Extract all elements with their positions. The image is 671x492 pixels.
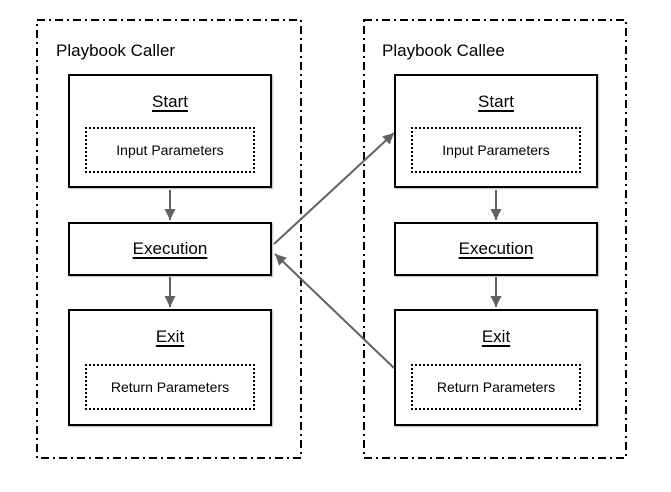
callee-execution-label: Execution xyxy=(458,239,534,258)
caller-exit-node: Exit Return Parameters xyxy=(68,309,272,426)
return-arrow-callee-exit-to-caller-execution xyxy=(274,253,395,369)
caller-input-parameters-label: Input Parameters xyxy=(116,142,224,158)
caller-start-node: Start Input Parameters xyxy=(68,74,272,188)
callee-input-parameters-label: Input Parameters xyxy=(442,142,550,158)
caller-input-parameters-box: Input Parameters xyxy=(85,127,255,173)
callee-return-parameters-box: Return Parameters xyxy=(411,364,581,410)
callee-exit-node: Exit Return Parameters xyxy=(394,309,598,426)
callee-execution-node: Execution xyxy=(394,222,598,276)
caller-container-title: Playbook Caller xyxy=(56,41,176,60)
callee-return-parameters-label: Return Parameters xyxy=(436,379,556,395)
caller-execution-node: Execution xyxy=(68,222,272,276)
caller-return-parameters-label: Return Parameters xyxy=(110,379,230,395)
caller-execution-label: Execution xyxy=(132,239,208,258)
callee-container-title: Playbook Callee xyxy=(382,41,505,60)
call-arrow-caller-execution-to-callee-start xyxy=(273,132,395,245)
callee-start-node: Start Input Parameters xyxy=(394,74,598,188)
callee-exit-label: Exit xyxy=(481,327,511,346)
callee-start-label: Start xyxy=(478,92,514,111)
caller-exit-label: Exit xyxy=(155,327,185,346)
callee-input-parameters-box: Input Parameters xyxy=(411,127,581,173)
caller-return-parameters-box: Return Parameters xyxy=(85,364,255,410)
caller-start-label: Start xyxy=(152,92,188,111)
